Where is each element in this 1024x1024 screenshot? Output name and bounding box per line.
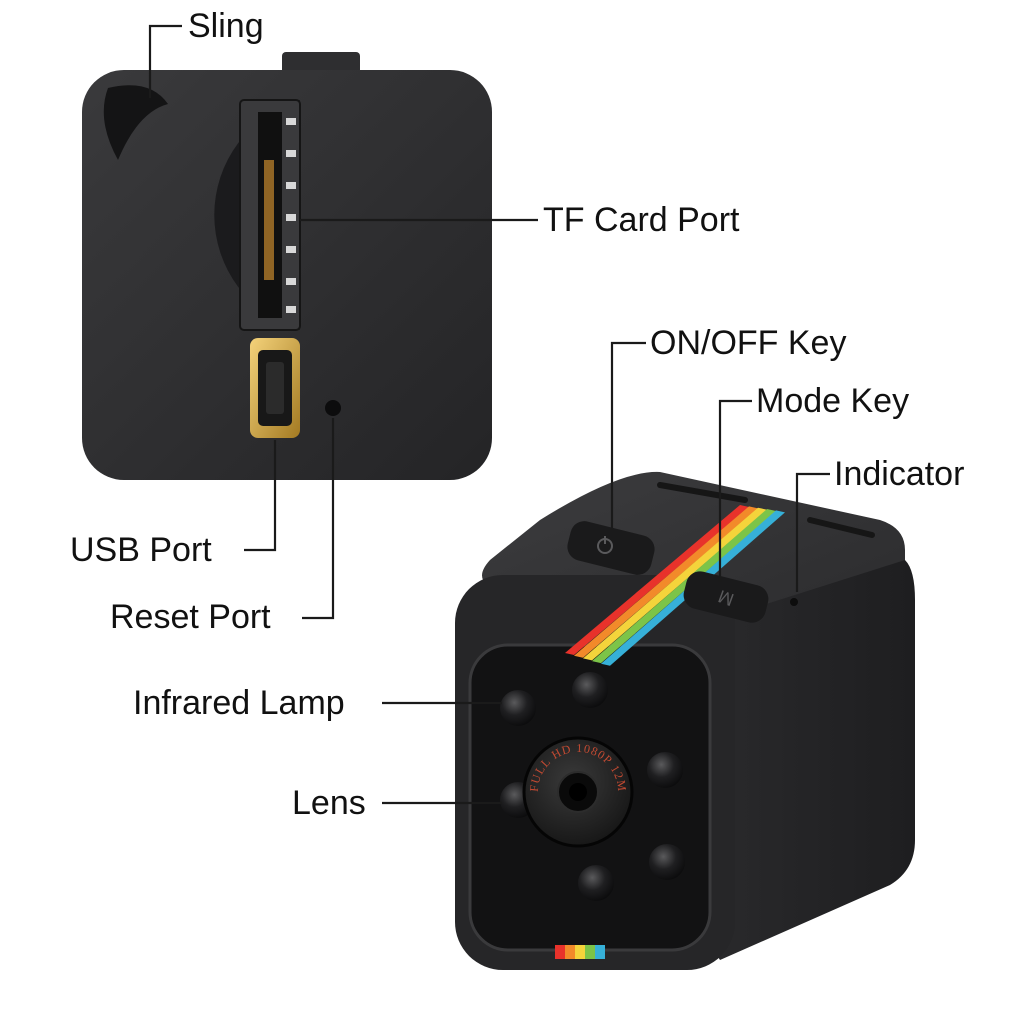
mode-button: M xyxy=(683,571,769,623)
leader-mode xyxy=(718,399,752,582)
indicator-light xyxy=(790,598,798,606)
rainbow-stripe xyxy=(592,509,776,664)
camera-back-view xyxy=(82,52,492,480)
tf-card-pins xyxy=(286,118,296,313)
label-lens: Lens xyxy=(292,784,366,822)
label-on-off-key: ON/OFF Key xyxy=(650,324,847,362)
rainbow-stripe-bottom xyxy=(575,945,585,959)
camera-front-view: FULL HD 1080P 12M M xyxy=(455,471,915,970)
sling-hole xyxy=(103,85,168,160)
rainbow-stripe-bottom xyxy=(555,945,565,959)
camera-side-face xyxy=(700,560,915,960)
infrared-lamp xyxy=(572,672,608,708)
rainbow-stripe xyxy=(574,506,758,658)
leader-reset xyxy=(302,418,335,620)
rainbow-stripe-bottom xyxy=(595,945,605,959)
infrared-lamp xyxy=(647,752,683,788)
reset-hole xyxy=(325,400,341,416)
top-vent xyxy=(657,482,748,503)
label-reset-port: Reset Port xyxy=(110,598,271,636)
label-mode-key: Mode Key xyxy=(756,382,910,420)
label-sling: Sling xyxy=(188,7,264,45)
label-indicator: Indicator xyxy=(834,455,965,493)
label-tf-card-port: TF Card Port xyxy=(543,201,740,239)
mode-button-glyph: M xyxy=(716,586,737,610)
on-off-button xyxy=(567,521,655,575)
label-usb-port: USB Port xyxy=(70,531,212,569)
rainbow-stripe xyxy=(565,505,749,655)
rainbow-stripe-bottom xyxy=(565,945,575,959)
label-infrared-lamp: Infrared Lamp xyxy=(133,684,345,722)
leader-sling xyxy=(148,24,182,98)
lens: FULL HD 1080P 12M xyxy=(522,736,634,848)
infrared-lamp xyxy=(578,865,614,901)
leader-indicator xyxy=(795,472,830,592)
leader-on-off xyxy=(610,341,646,530)
leader-usb xyxy=(244,440,277,552)
infrared-lamp xyxy=(500,690,536,726)
infrared-lamp xyxy=(649,844,685,880)
leader-lines xyxy=(148,24,830,805)
rainbow-stripe-bottom xyxy=(585,945,595,959)
